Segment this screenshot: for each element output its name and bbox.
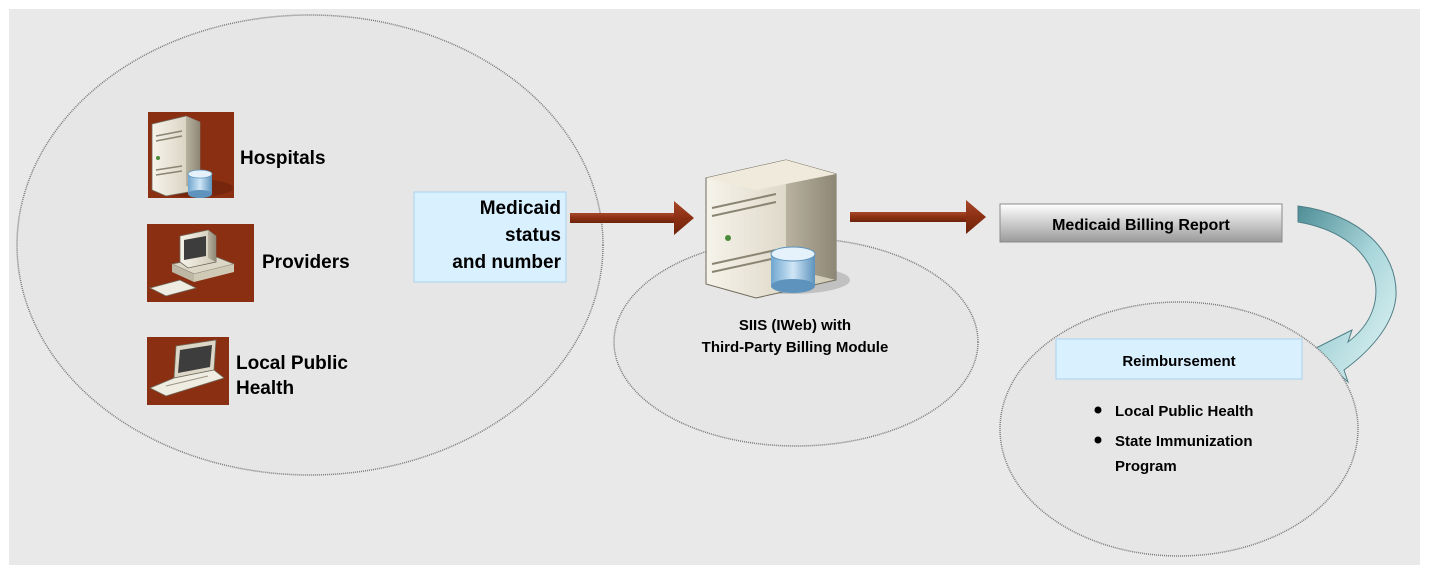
medicaid-status-line2: status bbox=[505, 225, 561, 246]
server-database-icon bbox=[705, 159, 850, 299]
medicaid-status-line1: Medicaid bbox=[480, 198, 561, 219]
medicaid-status-line3: and number bbox=[452, 252, 561, 273]
desktop-computer-icon bbox=[147, 224, 254, 302]
medicaid-status-box bbox=[413, 191, 567, 283]
bullet-icon bbox=[1094, 406, 1102, 414]
reimbursement-title: Reimbursement bbox=[1122, 353, 1235, 370]
medicaid-billing-report-button[interactable]: Medicaid Billing Report bbox=[999, 203, 1283, 243]
flow-arrow-to-siis bbox=[570, 201, 694, 235]
curved-arrow-icon bbox=[1297, 205, 1397, 384]
laptop-icon bbox=[147, 337, 229, 405]
bullet-icon bbox=[1094, 436, 1102, 444]
report-button-label: Medicaid Billing Report bbox=[1052, 217, 1230, 234]
reimbursement-item-program: Program bbox=[1115, 458, 1177, 475]
hospitals-label: Hospitals bbox=[240, 148, 326, 169]
server-icon bbox=[148, 112, 234, 198]
siis-label-line1: SIIS (IWeb) with bbox=[739, 317, 851, 334]
providers-label: Providers bbox=[262, 252, 350, 273]
reimbursement-item-local-public-health: Local Public Health bbox=[1115, 403, 1253, 420]
reimbursement-item-state-immunization: State Immunization bbox=[1115, 433, 1253, 450]
local-public-health-label-line2: Health bbox=[236, 378, 294, 399]
local-public-health-label-line1: Local Public bbox=[236, 353, 348, 374]
flow-arrow-to-report bbox=[850, 200, 986, 234]
siis-label-line2: Third-Party Billing Module bbox=[702, 339, 889, 356]
reimbursement-box bbox=[1055, 338, 1303, 380]
